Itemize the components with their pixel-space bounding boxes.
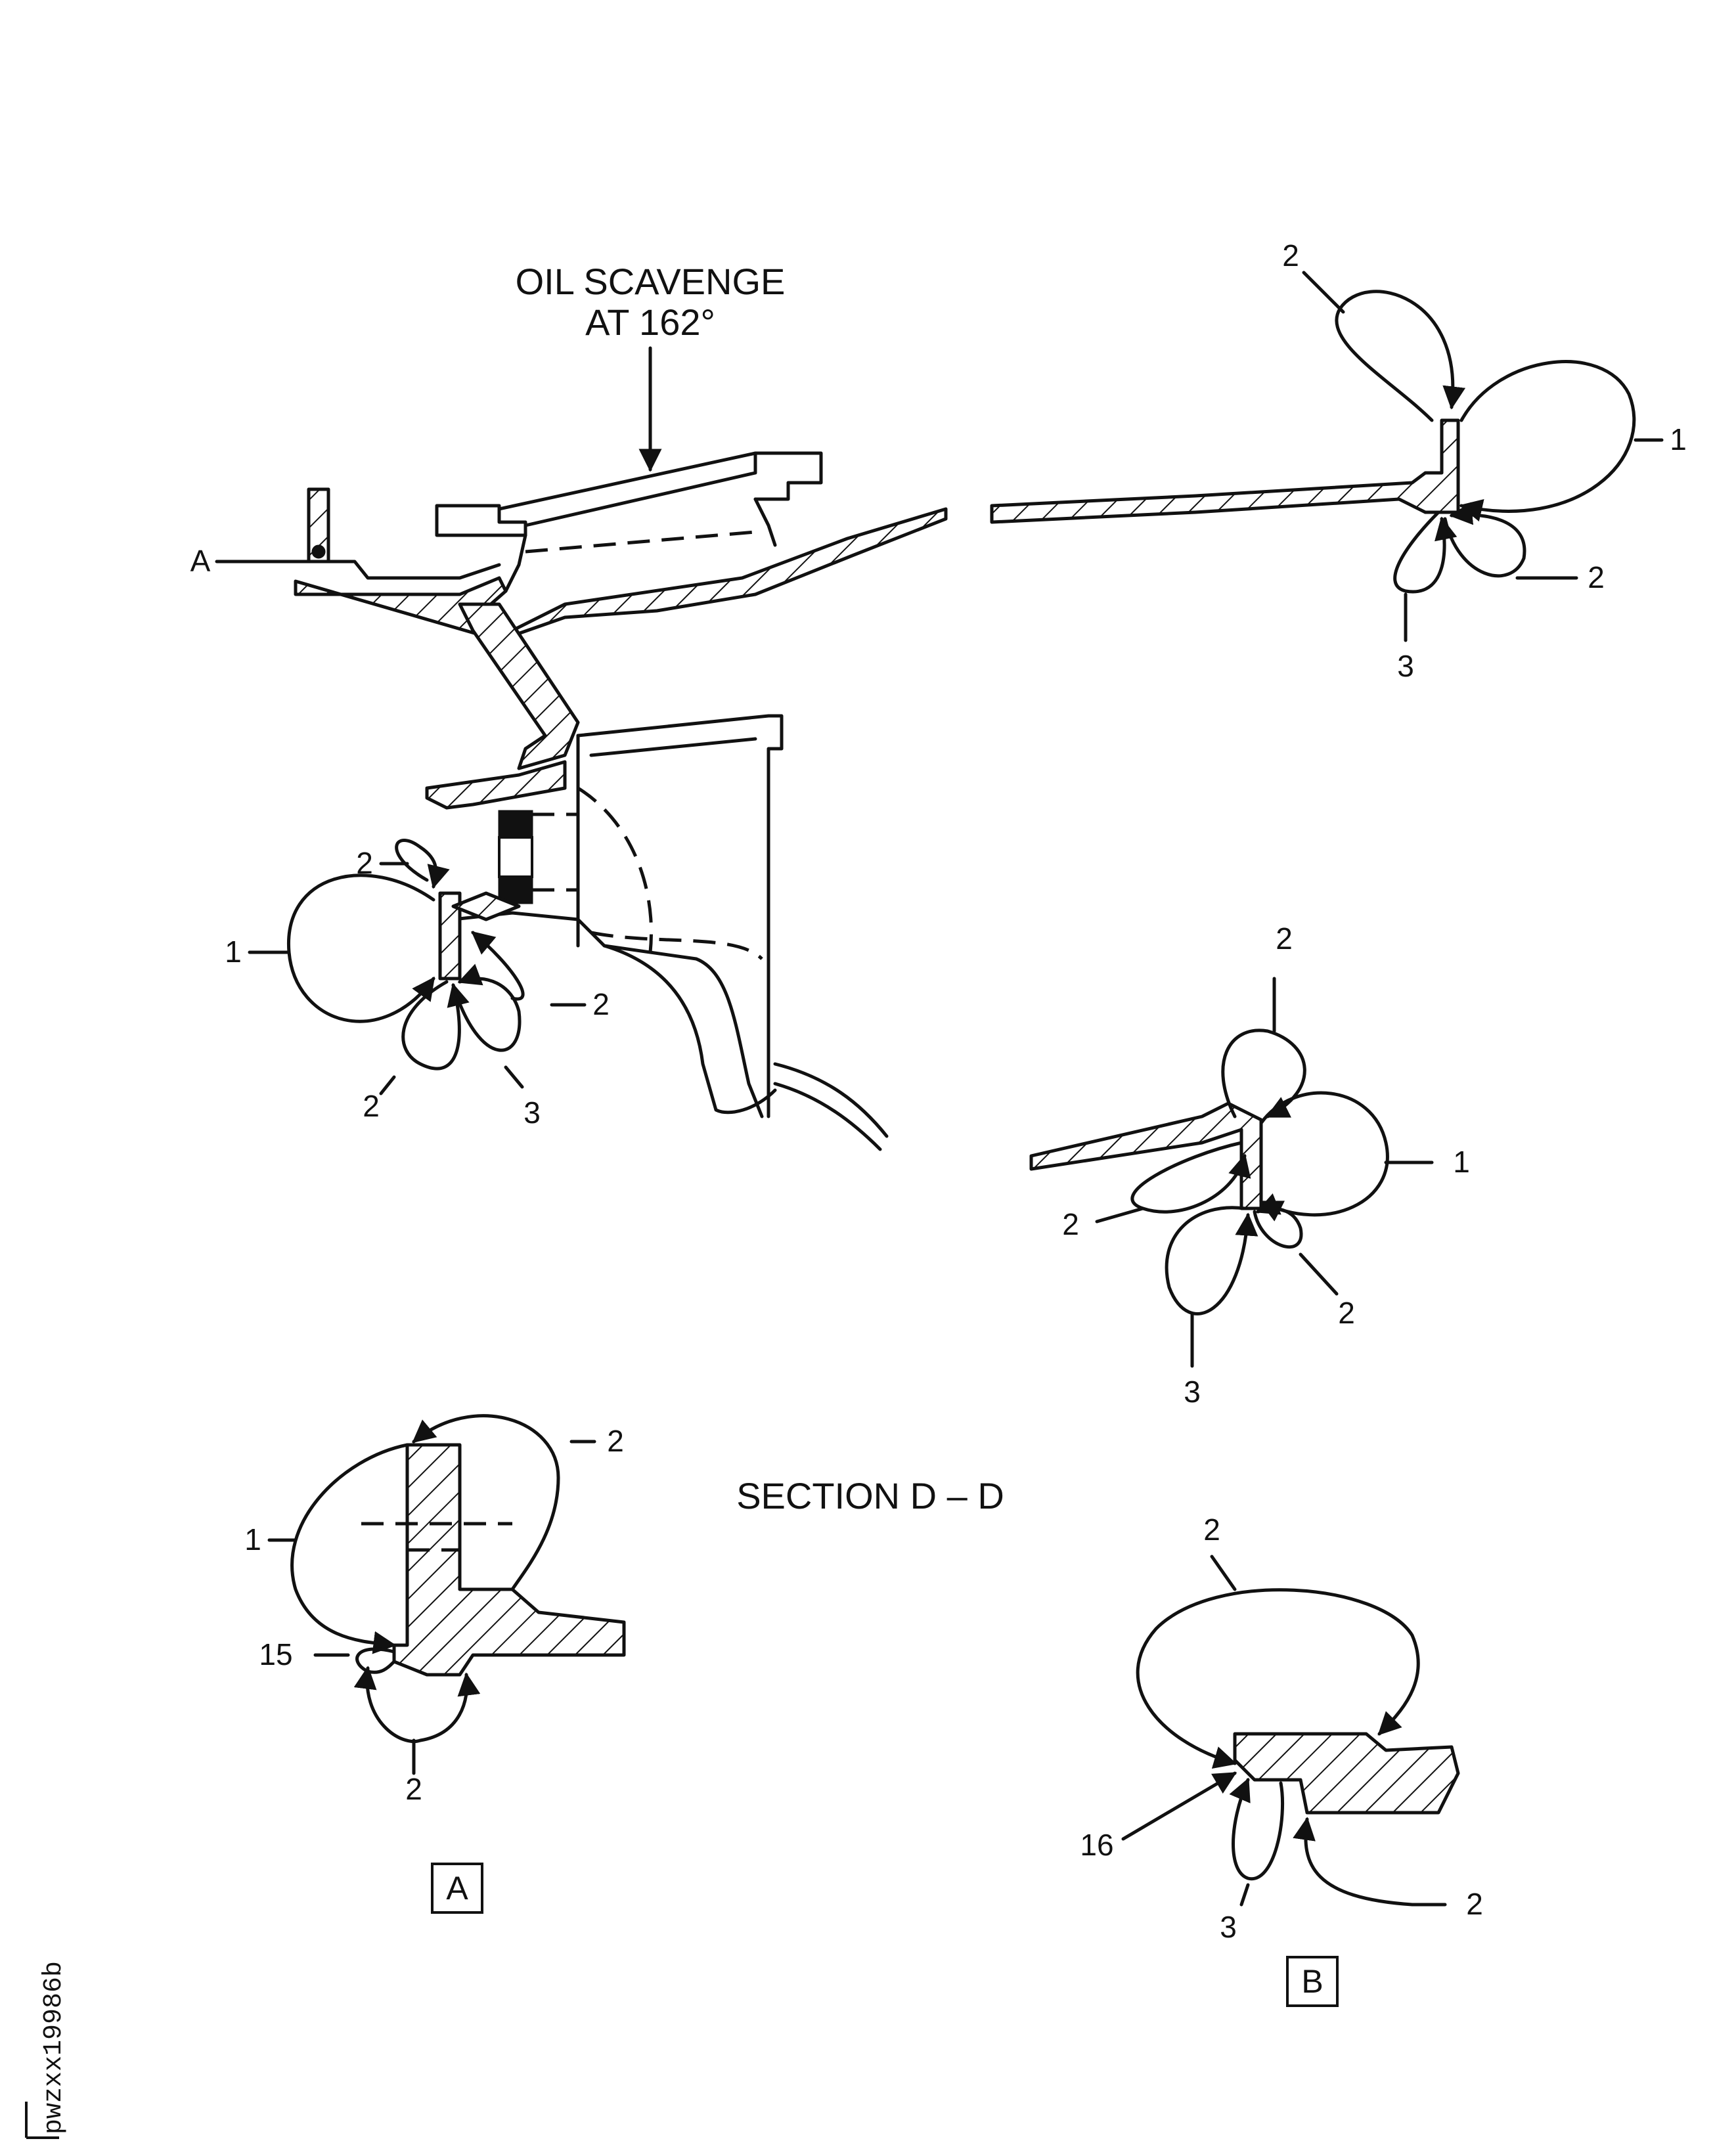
scavenge-boss-top — [497, 451, 757, 527]
detail-b-leader-3 — [1239, 1883, 1250, 1907]
section-label: SECTION D – D — [736, 1475, 1004, 1516]
detail-b-callout-2b: 2 — [1466, 1887, 1483, 1921]
bearing-shelf — [425, 760, 567, 810]
detail-a-callout-15: 15 — [259, 1637, 292, 1671]
vane-box-outline — [576, 714, 784, 1118]
mr-callout-2b: 2 — [1062, 1207, 1079, 1241]
tr-leader-2 — [1302, 271, 1345, 314]
callout-1: 1 — [225, 935, 242, 969]
exit-duct-wall-2 — [773, 1082, 882, 1151]
weld-loop-2c-left — [471, 931, 525, 1001]
lower-flowpath-inner — [602, 944, 777, 1115]
detail-b-view: 2 16 3 2 B — [1080, 1513, 1483, 2007]
scavenge-boss-left — [435, 504, 527, 537]
tr-weld-loop-2 — [1335, 290, 1466, 422]
mr-callout-1: 1 — [1453, 1145, 1470, 1179]
detail-a-weld-loop-15 — [355, 1647, 396, 1674]
top-right-detail: 2 1 2 3 — [990, 238, 1687, 683]
weld-loop-2b-left — [401, 980, 470, 1071]
callout-a: A — [190, 544, 211, 578]
detail-b-callout-16: 16 — [1080, 1828, 1113, 1862]
vane-hidden-curve — [577, 786, 653, 953]
tr-weld-loop-3 — [1393, 510, 1458, 594]
detail-b-flange — [1233, 1732, 1460, 1815]
title-line-2: AT 162° — [585, 301, 715, 343]
weld-loop-2a-left — [395, 839, 450, 889]
scavenge-boss-right — [753, 451, 823, 501]
tr-callout-3: 3 — [1397, 649, 1414, 683]
scavenge-hidden-line — [525, 530, 756, 554]
tr-weld-loop-2b — [1443, 502, 1526, 578]
lower-flowpath — [451, 911, 764, 1118]
mr-callout-3: 3 — [1184, 1375, 1201, 1409]
tr-callout-2b: 2 — [1588, 560, 1605, 594]
title-line-1: OIL SCAVENGE — [516, 261, 786, 302]
callout-2b: 2 — [363, 1089, 380, 1123]
upper-casing-wall — [294, 507, 948, 642]
detail-a-bracket — [392, 1443, 626, 1677]
point-a-marker — [311, 544, 326, 559]
weld-loop-3-left — [451, 963, 522, 1052]
callout-2c: 2 — [592, 987, 610, 1021]
detail-a-weld-loop-2 — [412, 1414, 560, 1591]
mr-wall — [1029, 1101, 1263, 1210]
seal-gap — [498, 836, 533, 878]
callout-2a: 2 — [356, 846, 373, 880]
mr-leader-2b — [1095, 1206, 1145, 1224]
oil-scavenge-title: OIL SCAVENGE AT 162° — [516, 261, 786, 472]
detail-b-callout-2: 2 — [1203, 1513, 1220, 1547]
reference-code: pwzxx19986b — [25, 1961, 69, 2139]
callout-3: 3 — [523, 1095, 541, 1130]
main-section-view: A 2 1 2 2 3 — [190, 451, 948, 1151]
detail-a-box — [431, 1863, 483, 1914]
ref-code-text: pwzxx19986b — [39, 1961, 69, 2134]
weld-loop-1-left — [287, 873, 435, 1023]
tr-callout-1: 1 — [1670, 422, 1687, 456]
detail-b-callout-3: 3 — [1220, 1910, 1237, 1944]
detail-b-leader-2 — [1210, 1555, 1237, 1591]
left-weld-gusset — [451, 891, 521, 921]
mr-weld-loop-3 — [1165, 1206, 1258, 1315]
leader-2b — [379, 1075, 396, 1095]
seal-block-lower — [498, 875, 533, 904]
tr-callout-2: 2 — [1282, 238, 1299, 273]
detail-b-weld-loop-2 — [1136, 1588, 1420, 1769]
mr-weld-loop-2b — [1130, 1141, 1251, 1214]
detail-a-callout-2b: 2 — [405, 1772, 422, 1806]
mr-callout-2c: 2 — [1338, 1296, 1355, 1330]
tr-weld-loop-1 — [1459, 360, 1636, 522]
detail-a-label: A — [446, 1870, 468, 1907]
boss-right-wall — [753, 497, 777, 547]
detail-a-weld-loop-2b — [353, 1666, 481, 1743]
tr-flange-wall — [990, 418, 1460, 524]
mr-weld-loop-2c — [1253, 1193, 1303, 1248]
detail-a-weld-loop-1 — [290, 1443, 409, 1654]
diagonal-strut — [458, 602, 580, 770]
detail-a-view: 2 1 15 2 A — [244, 1414, 626, 1914]
upper-casing-outline — [326, 560, 501, 580]
mr-weld-loop-1 — [1258, 1091, 1389, 1222]
mr-callout-2: 2 — [1276, 921, 1293, 956]
boss-left-wall — [504, 533, 527, 593]
exit-duct-wall — [773, 1062, 889, 1138]
detail-b-weld-loop-3 — [1229, 1777, 1284, 1881]
detail-b-leader-16 — [1121, 1771, 1237, 1841]
vane-top-rail — [589, 737, 757, 757]
mr-weld-loop-2 — [1221, 1028, 1306, 1118]
middle-right-detail: 2 1 2 2 3 — [1029, 921, 1470, 1409]
detail-a-callout-2: 2 — [607, 1424, 624, 1458]
detail-b-box — [1286, 1956, 1339, 2007]
detail-b-weld-path-2b — [1293, 1817, 1447, 1907]
mr-leader-2c — [1299, 1252, 1339, 1296]
seal-block-upper — [498, 810, 533, 839]
detail-a-callout-1: 1 — [244, 1522, 261, 1557]
leader-3 — [504, 1065, 524, 1089]
detail-b-label: B — [1301, 1963, 1323, 2000]
